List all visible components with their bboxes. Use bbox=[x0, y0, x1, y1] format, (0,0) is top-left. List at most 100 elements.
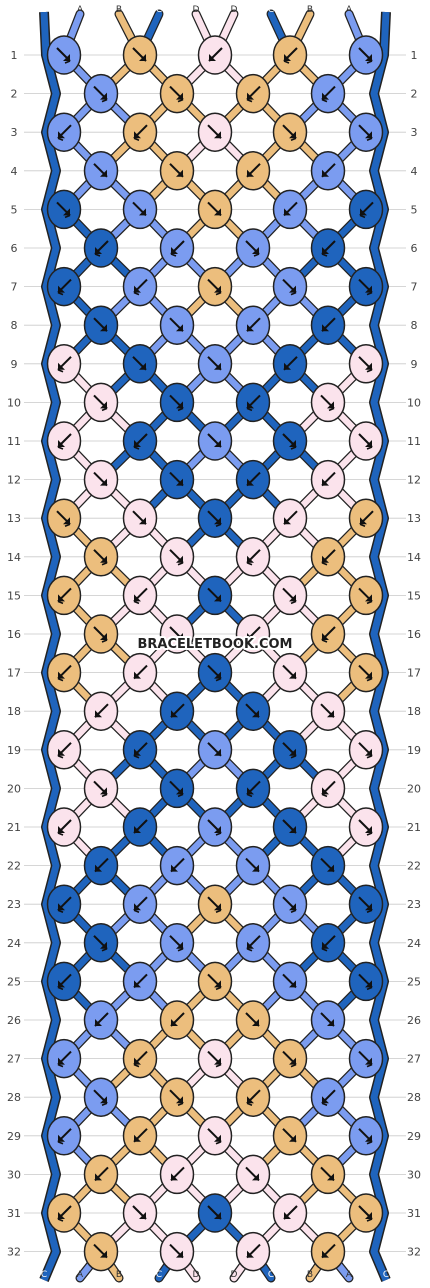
row-number-right: 15 bbox=[407, 589, 421, 602]
knot-arrow-icon bbox=[282, 973, 297, 989]
row-number-right: 20 bbox=[407, 782, 421, 795]
row-number-right: 8 bbox=[411, 319, 418, 332]
edge-strands bbox=[39, 11, 391, 1282]
knot-arrow-icon bbox=[94, 1166, 109, 1182]
knot-arrow-icon bbox=[57, 1128, 72, 1145]
knot-arrow-icon bbox=[208, 47, 223, 62]
knot-arrow-icon bbox=[169, 935, 184, 952]
knot-arrow-icon bbox=[169, 394, 184, 412]
knot-arrow-icon bbox=[358, 819, 373, 836]
knot-arrow-icon bbox=[207, 1050, 222, 1068]
knot-arrow-icon bbox=[358, 896, 373, 913]
bottom-strand-label: C bbox=[383, 1270, 389, 1280]
knot-arrow-icon bbox=[133, 278, 148, 296]
knot-arrow-icon bbox=[321, 1243, 336, 1259]
row-number-left: 11 bbox=[7, 435, 21, 448]
row-number-right: 1 bbox=[411, 49, 418, 62]
knot-arrow-icon bbox=[207, 356, 222, 371]
row-number-left: 31 bbox=[7, 1207, 21, 1220]
knot-arrow-icon bbox=[245, 857, 260, 873]
knot-arrow-icon bbox=[56, 201, 71, 219]
knot-arrow-icon bbox=[133, 896, 148, 913]
knot-arrow-icon bbox=[245, 1012, 260, 1027]
row-number-right: 30 bbox=[407, 1168, 421, 1181]
bottom-strand-label: B bbox=[307, 1270, 313, 1280]
knot-arrow-icon bbox=[132, 1205, 147, 1220]
bottom-strand-label: D bbox=[231, 1270, 238, 1280]
row-number-right: 13 bbox=[407, 512, 421, 525]
knot-arrow-icon bbox=[359, 201, 374, 219]
knot-arrow-icon bbox=[359, 510, 374, 527]
knot-arrow-icon bbox=[321, 240, 336, 257]
knot-arrow-icon bbox=[169, 317, 184, 332]
row-number-left: 30 bbox=[7, 1168, 21, 1181]
knot-arrow-icon bbox=[57, 973, 72, 991]
knot-arrow-icon bbox=[57, 124, 72, 141]
knot-arrow-icon bbox=[282, 433, 297, 450]
knot-arrow-icon bbox=[93, 780, 108, 798]
row-number-right: 16 bbox=[407, 628, 421, 641]
knot-arrow-icon bbox=[133, 433, 148, 450]
row-number-right: 5 bbox=[411, 203, 418, 216]
row-number-left: 12 bbox=[7, 474, 21, 487]
knot-arrow-icon bbox=[283, 356, 298, 371]
knot-arrow-icon bbox=[282, 278, 297, 296]
knot-arrow-icon bbox=[207, 819, 222, 836]
watermark: BRACELETBOOK.COM bbox=[138, 637, 293, 652]
top-strand-label: B bbox=[116, 5, 122, 15]
knot-arrow-icon bbox=[320, 1012, 335, 1027]
knot-arrow-icon bbox=[56, 47, 71, 64]
row-number-left: 24 bbox=[7, 937, 21, 950]
knot-arrow-icon bbox=[358, 1205, 373, 1222]
row-number-left: 28 bbox=[7, 1091, 21, 1104]
knot-arrow-icon bbox=[282, 896, 297, 913]
knot-arrow-icon bbox=[94, 1012, 109, 1027]
row-number-left: 10 bbox=[7, 396, 21, 409]
row-number-left: 16 bbox=[7, 628, 21, 641]
knot-arrow-icon bbox=[170, 1012, 185, 1027]
knot-arrow-icon bbox=[207, 896, 222, 913]
row-number-left: 26 bbox=[7, 1014, 21, 1027]
row-number-right: 4 bbox=[411, 165, 418, 178]
row-number-right: 24 bbox=[407, 937, 421, 950]
row-number-left: 2 bbox=[11, 88, 18, 101]
row-number-left: 29 bbox=[7, 1130, 21, 1143]
row-number-right: 19 bbox=[407, 744, 421, 757]
bottom-strand-label: A bbox=[346, 1270, 353, 1280]
knot-arrow-icon bbox=[169, 626, 184, 643]
row-number-right: 26 bbox=[407, 1014, 421, 1027]
row-number-right: 21 bbox=[407, 821, 421, 834]
knot-arrow-icon bbox=[246, 1089, 261, 1106]
knot-arrow-icon bbox=[358, 1050, 373, 1068]
knot-arrow-icon bbox=[358, 47, 373, 64]
knot-arrow-icon bbox=[246, 317, 261, 332]
knot-arrow-icon bbox=[321, 317, 336, 332]
knot-arrow-icon bbox=[207, 1128, 222, 1145]
knot-arrow-icon bbox=[246, 471, 261, 487]
row-number-left: 14 bbox=[7, 551, 21, 564]
knot-arrow-icon bbox=[207, 278, 222, 296]
knot-arrow-icon bbox=[207, 1205, 222, 1220]
watermark-text: BRACELETBOOK.COM bbox=[138, 637, 293, 652]
top-strand-label: D bbox=[193, 5, 200, 15]
row-number-right: 7 bbox=[411, 281, 418, 294]
knot-arrow-icon bbox=[321, 549, 336, 566]
knot-arrow-icon bbox=[93, 394, 108, 412]
row-number-right: 25 bbox=[407, 975, 421, 988]
top-strand-label: C bbox=[156, 5, 162, 15]
bottom-strand-label: D bbox=[193, 1270, 200, 1280]
knot-arrow-icon bbox=[358, 433, 373, 450]
knot-arrow-icon bbox=[132, 47, 147, 62]
knot-arrow-icon bbox=[170, 703, 185, 718]
knot-arrow-icon bbox=[133, 1128, 148, 1143]
knot-arrow-icon bbox=[57, 664, 72, 682]
knot-arrow-icon bbox=[320, 703, 335, 718]
row-number-left: 32 bbox=[7, 1246, 21, 1259]
knot-arrow-icon bbox=[93, 1089, 108, 1106]
knot-arrow-icon bbox=[246, 549, 261, 566]
knot-arrow-icon bbox=[321, 85, 336, 103]
knot-arrow-icon bbox=[358, 742, 373, 759]
knot-arrow-icon bbox=[57, 1205, 72, 1222]
